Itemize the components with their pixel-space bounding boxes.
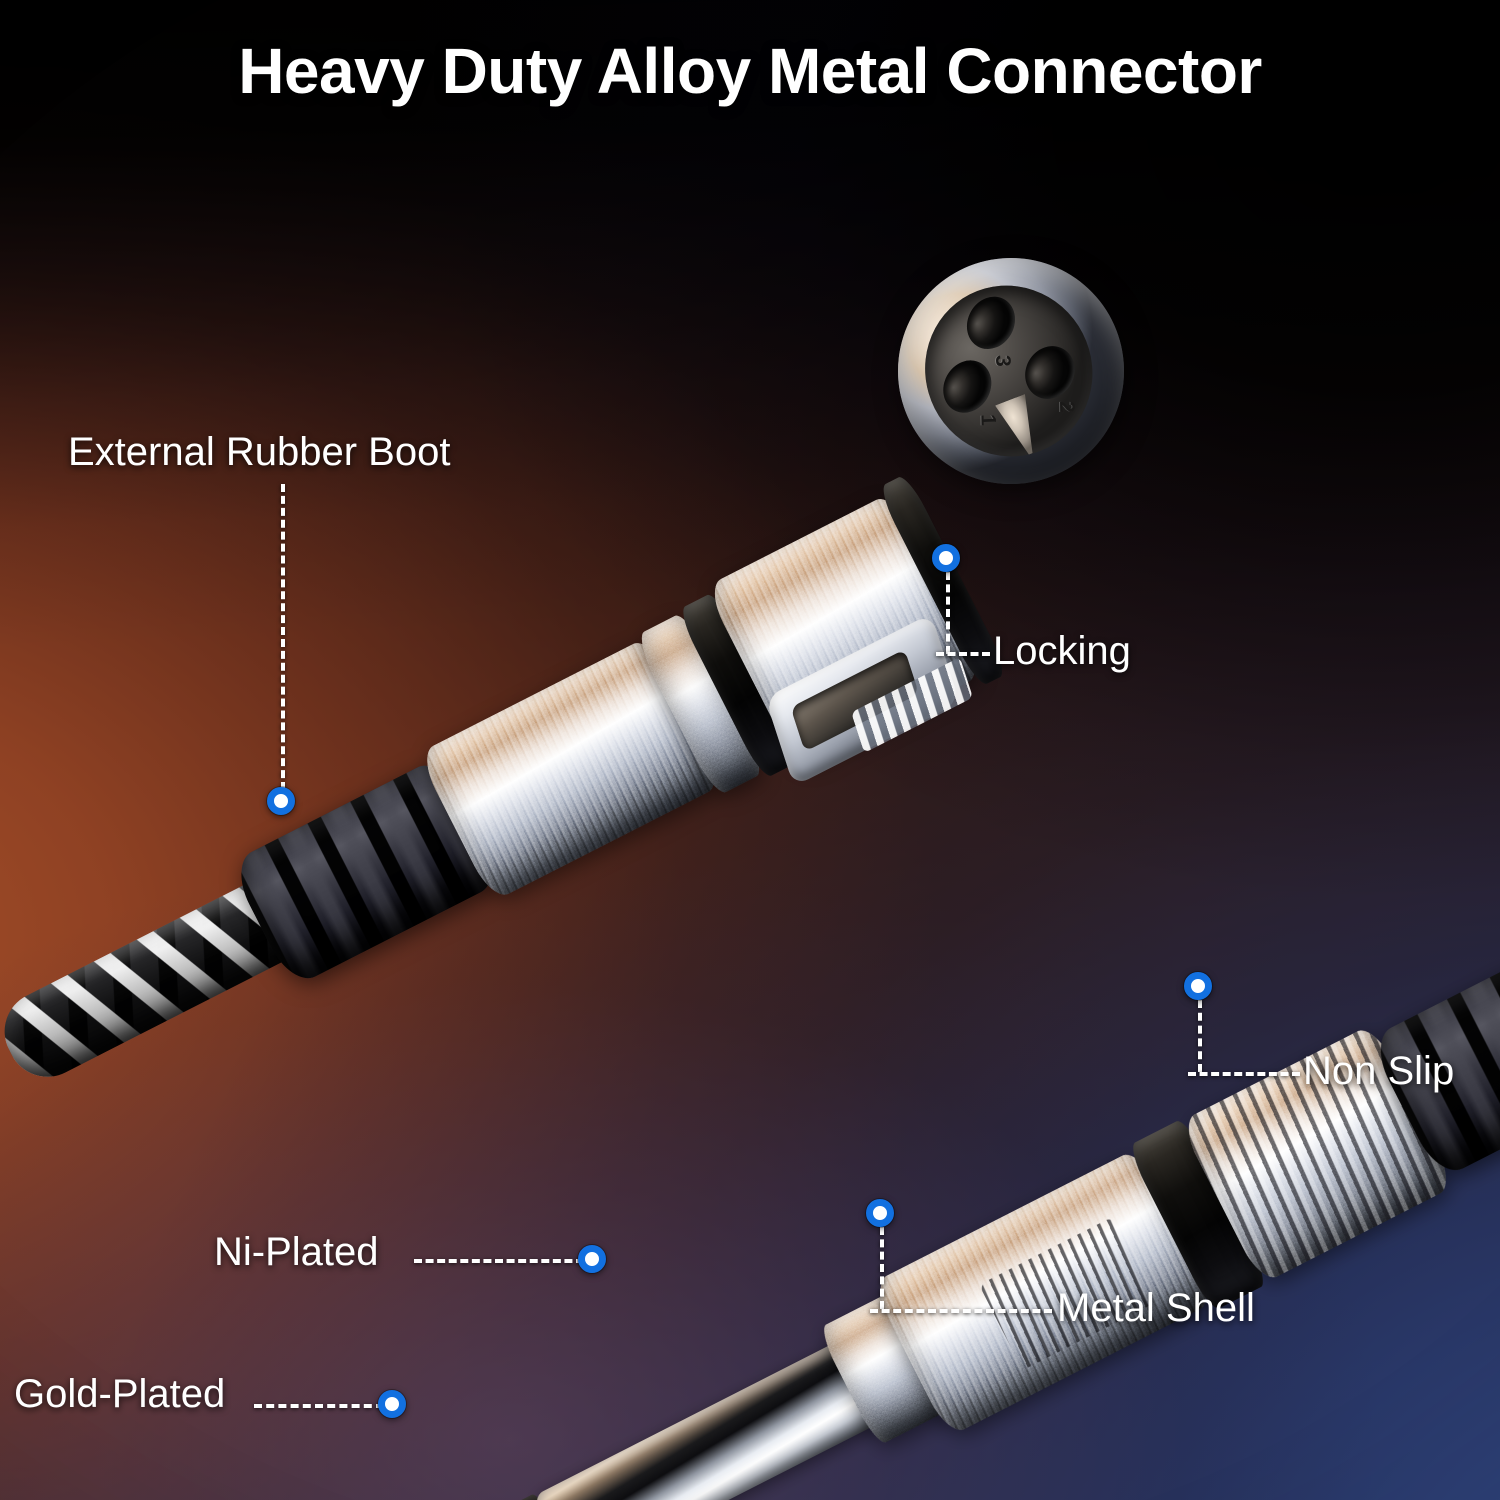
callout-marker-external-rubber-boot[interactable] [267, 787, 295, 815]
callout-label-metal-shell: Metal Shell [1057, 1286, 1255, 1330]
callout-leader-metal-shell-horizontal [870, 1309, 1052, 1313]
callout-label-external-rubber-boot: External Rubber Boot [68, 430, 451, 474]
callout-leader-external-rubber-boot [281, 484, 285, 790]
callout-leader-gold-plated [254, 1404, 384, 1408]
callout-leader-metal-shell-vertical [880, 1227, 884, 1309]
callout-marker-ni-plated[interactable] [578, 1245, 606, 1273]
callout-label-locking: Locking [993, 629, 1131, 673]
callout-marker-metal-shell[interactable] [866, 1199, 894, 1227]
callout-leader-ni-plated [414, 1259, 584, 1263]
callout-label-non-slip: Non Slip [1303, 1049, 1455, 1093]
callout-leader-locking-vertical [946, 572, 950, 654]
callout-leader-non-slip-horizontal [1188, 1072, 1300, 1076]
callout-marker-locking[interactable] [932, 544, 960, 572]
page-title: Heavy Duty Alloy Metal Connector [0, 34, 1500, 108]
callout-marker-gold-plated[interactable] [378, 1390, 406, 1418]
callout-label-gold-plated: Gold-Plated [14, 1372, 226, 1416]
callout-leader-non-slip-vertical [1198, 1000, 1202, 1072]
callout-label-ni-plated: Ni-Plated [214, 1230, 379, 1274]
callout-marker-non-slip[interactable] [1184, 972, 1212, 1000]
callout-leader-locking-horizontal [936, 652, 990, 656]
